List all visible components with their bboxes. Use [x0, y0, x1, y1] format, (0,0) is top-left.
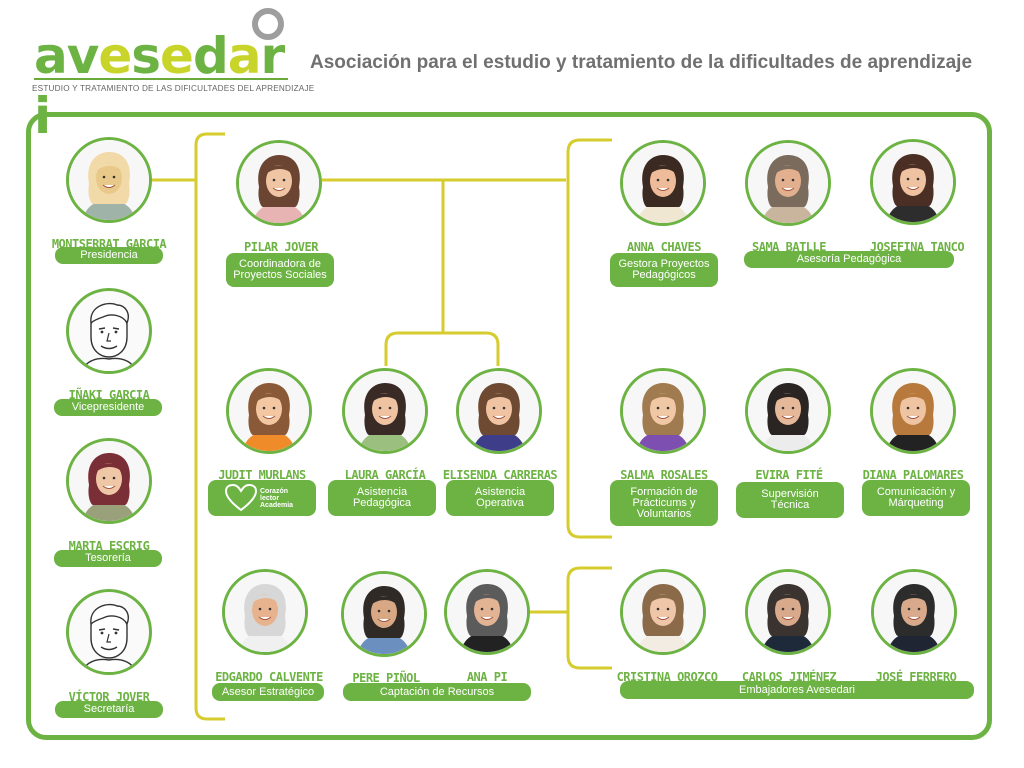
- portrait-evira: [745, 368, 831, 454]
- portrait-laura: [342, 368, 428, 454]
- portrait-anna: [620, 140, 706, 226]
- logo-ring-icon: [252, 8, 284, 40]
- person-portrait: [345, 371, 425, 451]
- portrait-elisenda: [456, 368, 542, 454]
- sketch-portrait: [82, 603, 136, 672]
- org-chart-frame: [26, 112, 992, 740]
- logo-letter: e: [98, 27, 132, 85]
- name-cristina: CRISTINA OROZCO: [616, 670, 718, 684]
- connector-right-bracket: [566, 138, 612, 539]
- logo-letter: a: [227, 27, 262, 85]
- portrait-montserrat: [66, 137, 152, 223]
- logo-letter: v: [66, 27, 100, 85]
- name-judit: JUDIT MURLANS: [218, 468, 306, 482]
- role-secretaria: Secretaría: [55, 701, 163, 718]
- page-title: Asociación para el estudio y tratamiento…: [310, 52, 973, 73]
- portrait-judit: [226, 368, 312, 454]
- role-asesor-estrategico: Asesor Estratégico: [212, 683, 324, 701]
- name-anapi: ANA PI: [466, 670, 508, 684]
- person-portrait: [69, 441, 149, 521]
- person-portrait: [459, 371, 539, 451]
- person-portrait: [69, 140, 149, 220]
- person-portrait: [874, 572, 954, 652]
- name-sama: SAMA BATLLE: [752, 240, 826, 254]
- person-portrait: [873, 371, 953, 451]
- name-josefina: JOSEFINA TANCO: [869, 240, 965, 254]
- name-inaki: IÑAKI GARCIA: [68, 388, 150, 402]
- portrait-jose: [871, 569, 957, 655]
- portrait-inaki: [66, 288, 152, 374]
- portrait-josefina: [870, 139, 956, 225]
- connector-lower-bracket: [566, 566, 612, 670]
- name-anna: ANNA CHAVES: [627, 240, 701, 254]
- logo-letter: a: [34, 27, 68, 85]
- portrait-pilar: [236, 140, 322, 226]
- portrait-carlos: [745, 569, 831, 655]
- logo-letter: s: [131, 27, 161, 85]
- name-pere: PERE PIÑOL: [352, 671, 420, 685]
- portrait-victor: [66, 589, 152, 675]
- logo-letter: e: [160, 27, 194, 85]
- logo-letter: d: [192, 27, 229, 85]
- person-portrait: [225, 572, 305, 652]
- corazon-lector-logo: Corazón lector Academia: [260, 487, 294, 509]
- role-presidencia: Presidencia: [55, 247, 163, 264]
- role-corazon-lector: Corazón lector Academia: [208, 480, 316, 516]
- person-portrait: [623, 143, 703, 223]
- connector-mid-fork: [384, 331, 500, 366]
- sketch-portrait: [82, 302, 136, 371]
- name-evira: EVIRA FITÉ: [755, 468, 823, 482]
- person-portrait: [623, 572, 703, 652]
- person-portrait: [623, 371, 703, 451]
- person-portrait: [748, 143, 828, 223]
- role-asesoria: Asesoría Pedagógica: [744, 251, 954, 268]
- person-portrait: [447, 572, 527, 652]
- name-salma: SALMA ROSALES: [620, 468, 708, 482]
- person-portrait: [229, 371, 309, 451]
- name-pilar: PILAR JOVER: [244, 240, 318, 254]
- logo-underline: [34, 78, 288, 80]
- connector-left-bracket: [194, 132, 225, 721]
- name-edgardo: EDGARDO CALVENTE: [215, 670, 323, 684]
- logo-subtitle: ESTUDIO Y TRATAMIENTO DE LAS DIFICULTADE…: [32, 84, 315, 93]
- person-portrait: [748, 572, 828, 652]
- person-portrait: [239, 143, 319, 223]
- name-elisenda: ELISENDA CARRERAS: [442, 468, 558, 482]
- logo-wordmark: avesedari: [34, 26, 300, 146]
- name-jose: JOSÉ FERRERO: [875, 670, 957, 684]
- name-carlos: CARLOS JIMÉNEZ: [741, 670, 837, 684]
- portrait-marta: [66, 438, 152, 524]
- person-portrait: [873, 142, 953, 222]
- name-laura: LAURA GARCÍA: [344, 468, 426, 482]
- role-embajadores: Embajadores Avesedari: [620, 681, 974, 699]
- name-victor: VÍCTOR JOVER: [68, 690, 150, 704]
- portrait-edgardo: [222, 569, 308, 655]
- portrait-salma: [620, 368, 706, 454]
- portrait-diana: [870, 368, 956, 454]
- name-marta: MARTA ESCRIG: [68, 539, 150, 553]
- heart-icon: [224, 483, 258, 512]
- portrait-cristina: [620, 569, 706, 655]
- portrait-anapi: [444, 569, 530, 655]
- portrait-pere: [341, 571, 427, 657]
- portrait-sama: [745, 140, 831, 226]
- role-tesoreria: Tesorería: [54, 550, 162, 567]
- person-portrait: [748, 371, 828, 451]
- role-captacion: Captación de Recursos: [343, 683, 531, 701]
- role-vicepresidente: Vicepresidente: [54, 399, 162, 416]
- avesedari-logo: avesedari ESTUDIO Y TRATAMIENTO DE LAS D…: [30, 8, 314, 145]
- person-portrait: [344, 574, 424, 654]
- name-diana: DIANA PALOMARES: [862, 468, 964, 482]
